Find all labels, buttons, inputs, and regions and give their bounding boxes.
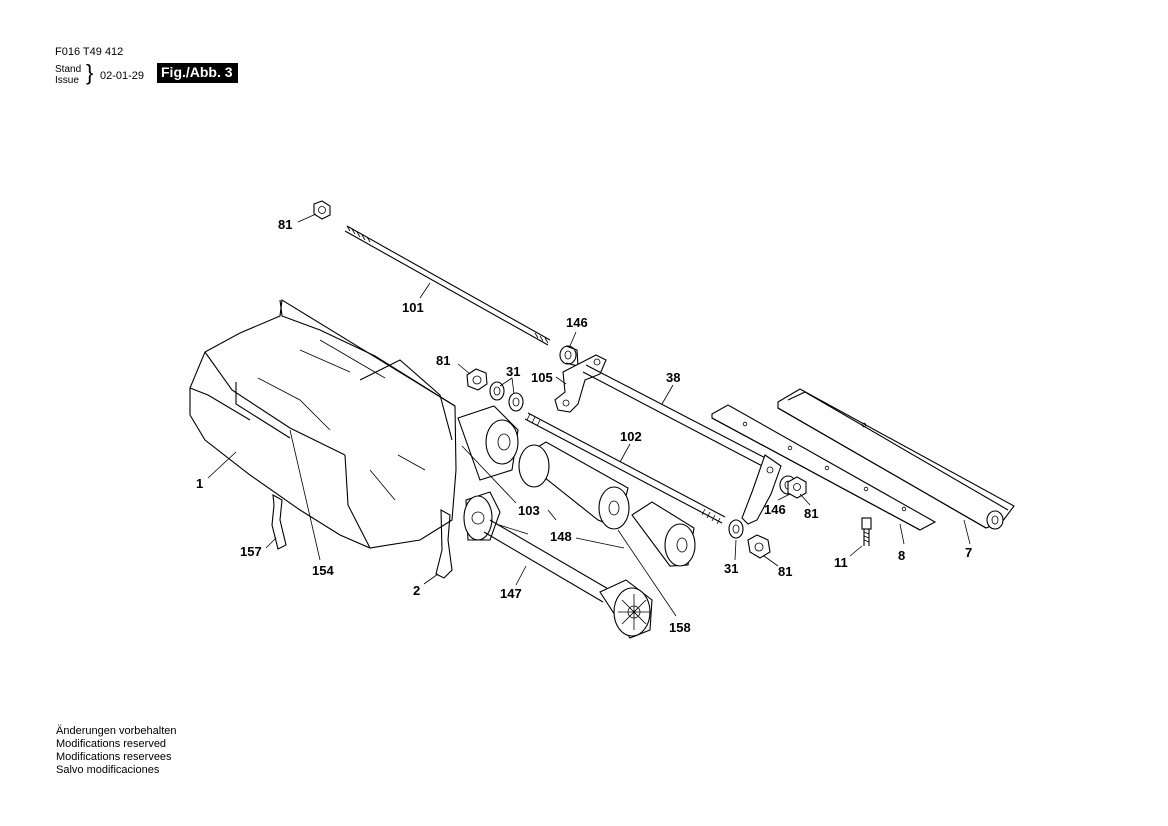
callout-31-bot: 31	[724, 561, 738, 576]
callout-81-top: 81	[278, 217, 292, 232]
callout-147: 147	[500, 586, 522, 601]
brace-glyph: }	[86, 60, 94, 85]
shaft-38	[582, 364, 782, 525]
footer-line-de: Änderungen vorbehalten	[56, 725, 177, 737]
callout-38: 38	[666, 370, 680, 385]
callout-7: 7	[965, 545, 972, 560]
callout-105: 105	[531, 370, 553, 385]
washers-31-top	[489, 381, 524, 412]
stand-issue-labels: Stand Issue	[55, 64, 81, 86]
nut-81-top	[313, 200, 331, 220]
roller-top	[457, 405, 519, 481]
nut-81-bot	[747, 534, 771, 559]
bar-7	[777, 388, 1015, 530]
spacer-146-top	[559, 345, 579, 367]
nut-81-right	[787, 476, 807, 499]
roller-short	[631, 501, 696, 567]
footer-line-en: Modifications reserved	[56, 738, 167, 750]
nut-81-mid	[466, 368, 488, 391]
callout-158: 158	[669, 620, 691, 635]
housing-part-1	[189, 299, 457, 549]
callout-81-bot: 81	[778, 564, 792, 579]
callout-102: 102	[620, 429, 642, 444]
screw-11	[861, 517, 872, 546]
document-code: F016 T49 412	[55, 46, 124, 58]
issue-label: Issue	[55, 75, 79, 86]
callout-146-bot: 146	[764, 502, 786, 517]
rod-102	[524, 412, 726, 525]
callout-31-top: 31	[506, 364, 520, 379]
callout-81-mid: 81	[436, 353, 450, 368]
leader-lines	[207, 213, 971, 617]
bracket-105	[554, 354, 607, 413]
callout-148: 148	[550, 529, 572, 544]
roller-long	[518, 441, 630, 530]
clip-2	[435, 509, 453, 579]
callout-2: 2	[413, 583, 420, 598]
clip-157	[271, 494, 287, 550]
footer-line-fr: Modifications reservees	[56, 751, 172, 763]
callout-101: 101	[402, 300, 424, 315]
stand-label: Stand	[55, 64, 82, 75]
washer-31-bot	[728, 519, 744, 539]
callout-1: 1	[196, 476, 203, 491]
rod-101	[344, 225, 551, 346]
callout-81-right: 81	[804, 506, 818, 521]
callout-103: 103	[518, 503, 540, 518]
callout-146-top: 146	[566, 315, 588, 330]
callout-8: 8	[898, 548, 905, 563]
footer-line-es: Salvo modificaciones	[56, 764, 160, 776]
figure-label: Fig./Abb. 3	[157, 63, 238, 83]
blade-8	[711, 404, 937, 531]
callout-11: 11	[834, 555, 848, 570]
stand-issue-block: Stand Issue } 02-01-29	[55, 60, 235, 90]
wheel-shaft-147	[463, 491, 653, 639]
footer-notes: Änderungen vorbehalten Modifications res…	[56, 725, 176, 777]
callout-157: 157	[240, 544, 262, 559]
callout-154: 154	[312, 563, 334, 578]
issue-date: 02-01-29	[100, 70, 145, 82]
